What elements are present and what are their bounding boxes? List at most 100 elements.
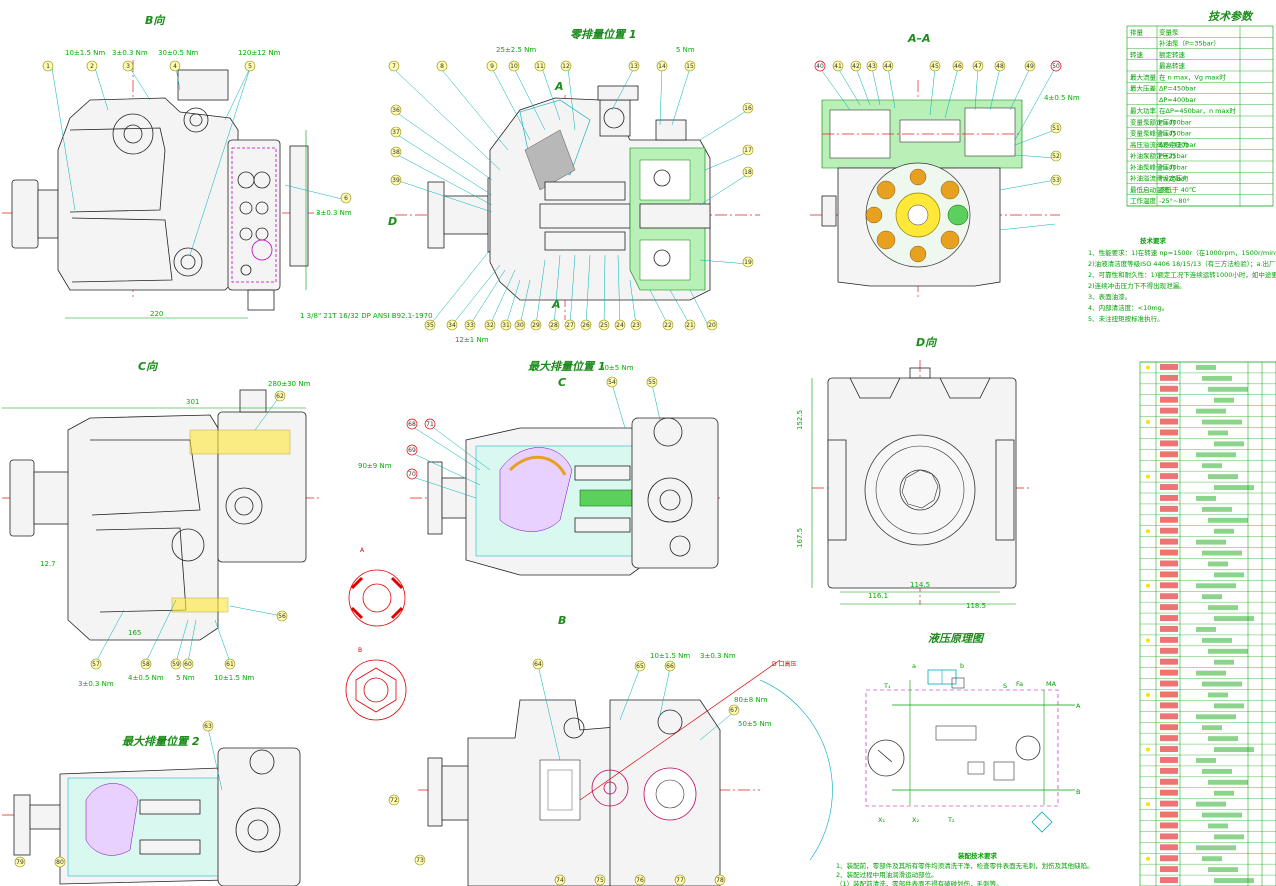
item-balloon	[14, 856, 26, 868]
item-balloon-number: 47	[974, 63, 982, 70]
item-balloon	[424, 319, 436, 331]
item-balloon-number: 46	[954, 63, 962, 70]
item-balloon-number: 67	[730, 707, 738, 714]
dim-d9: 4±0.5 Nm	[1044, 94, 1080, 102]
view-max-displacement-1: 最大排量位置 1 C B 50±5 Nm 90±9 Nm	[358, 360, 720, 627]
item-balloon	[684, 319, 696, 331]
view-zero-displacement: 零排量位置 1 25±2.5 Nm 5 Nm 12±1 Nm A A D	[388, 28, 760, 344]
hyd-port-label: T₂	[947, 816, 955, 824]
title-b-view: B向	[145, 14, 166, 27]
item-balloon	[728, 704, 740, 716]
item-balloon	[598, 319, 610, 331]
item-balloon-number: 45	[931, 63, 939, 70]
item-balloon	[170, 658, 182, 670]
bottom-notes-title: 装配技术要求	[957, 851, 998, 860]
item-balloon-number: 22	[664, 322, 672, 329]
item-balloon-number: 20	[708, 322, 716, 329]
item-balloon	[486, 60, 498, 72]
dim-d2: 3±0.3 Nm	[112, 49, 148, 57]
item-balloon-number: 38	[392, 149, 400, 156]
dim-114: 114.5	[910, 581, 930, 589]
tech-param-name: 变量泵额定压力	[1130, 117, 1176, 126]
tech-param-name: 补油泵额定压力	[1130, 151, 1176, 160]
hyd-port-label: Fa	[1016, 680, 1023, 688]
item-balloon-number: 49	[1026, 63, 1034, 70]
dim-152: 152.5	[796, 410, 804, 430]
item-balloon	[244, 60, 256, 72]
item-balloon	[548, 319, 560, 331]
dim-d11: 90±9 Nm	[358, 462, 392, 470]
item-balloon	[850, 60, 862, 72]
item-balloon-number: 71	[426, 421, 434, 428]
item-balloon-number: 41	[834, 63, 842, 70]
item-balloon	[414, 854, 426, 866]
item-balloon	[122, 60, 134, 72]
item-balloon	[742, 256, 754, 268]
dim-116: 116.1	[868, 592, 888, 600]
dim-b1: 10±1.5 Nm	[650, 652, 690, 660]
item-balloon-number: 62	[276, 393, 284, 400]
item-balloon-number: 31	[502, 322, 510, 329]
title-aa: A–A	[907, 32, 931, 45]
note-line: 1、性能要求：1)在转速 np=1500r（在1000rpm，1500r/min…	[1088, 248, 1276, 257]
tech-param-name: 工作温度	[1130, 196, 1157, 205]
item-balloon	[706, 319, 718, 331]
item-balloon	[1050, 150, 1062, 162]
item-balloon	[276, 610, 288, 622]
title-zero-disp: 零排量位置 1	[570, 28, 636, 41]
item-balloon	[580, 319, 592, 331]
item-balloon-number: 64	[534, 661, 542, 668]
tech-param-value: P=25bar	[1159, 152, 1188, 160]
item-balloon-number: 26	[582, 322, 590, 329]
tech-param-value: P=400bar	[1159, 118, 1192, 126]
item-balloon-number: 23	[632, 322, 640, 329]
tech-param-value: 最高转速	[1159, 61, 1186, 70]
item-balloon	[390, 174, 402, 186]
tech-param-value: 不低于 40℃	[1159, 185, 1196, 194]
tech-param-value: -25°~80°	[1159, 197, 1190, 205]
item-balloon-number: 57	[92, 661, 100, 668]
item-balloon	[530, 319, 542, 331]
item-balloon-number: 40	[816, 63, 824, 70]
item-balloon	[274, 390, 286, 402]
assembly-notes: 装配技术要求 1、装配前，零部件及其所有零件均须清洗干净，检查零件表面无毛刺，划…	[836, 851, 1094, 886]
dim-d6: 25±2.5 Nm	[496, 46, 536, 54]
svg-text:B: B	[358, 647, 362, 654]
item-balloon	[674, 874, 686, 886]
tech-param-name: 转速	[1130, 50, 1144, 59]
item-balloon-number: 34	[448, 322, 456, 329]
dim-b3: 80±8 Nm	[734, 696, 768, 704]
item-balloon-number: 9	[490, 63, 494, 70]
dim-d3: 30±0.5 Nm	[158, 49, 198, 57]
item-balloon	[224, 658, 236, 670]
item-balloon	[1050, 122, 1062, 134]
hyd-port-label: X₂	[912, 816, 919, 824]
item-balloon-number: 52	[1052, 153, 1060, 160]
item-balloon	[929, 60, 941, 72]
item-balloon-number: 80	[56, 859, 64, 866]
item-balloon	[86, 60, 98, 72]
item-balloon-number: 29	[532, 322, 540, 329]
dim-d14: 50±5 Nm	[600, 364, 634, 372]
item-balloon	[464, 319, 476, 331]
tech-param-value: 变量泵	[1159, 27, 1179, 36]
hyd-port-label: S	[1003, 682, 1007, 690]
item-balloon	[436, 60, 448, 72]
item-balloon-number: 48	[996, 63, 1004, 70]
item-balloon	[1050, 174, 1062, 186]
item-balloon	[664, 660, 676, 672]
item-balloon	[594, 874, 606, 886]
marker-d: D	[388, 215, 397, 228]
item-balloon-number: 17	[744, 147, 752, 154]
item-balloon-number: 30	[516, 322, 524, 329]
bottom-note-line: （1）装配前清洗，零部件表面不得有磕碰划伤，毛刺等。	[836, 879, 1003, 886]
tech-param-value: 补油泵（P=35bar）	[1159, 39, 1220, 48]
dim-b2: 3±0.3 Nm	[700, 652, 736, 660]
note-line: 3、表面油漆。	[1088, 292, 1131, 301]
item-balloon	[634, 660, 646, 672]
bottom-note-line: 1、装配前，零部件及其所有零件均须清洗干净，检查零件表面无毛刺，划伤及其他缺陷。	[836, 861, 1094, 870]
note-line: 4、内部清洁度：<10mg。	[1088, 303, 1168, 312]
item-balloon-number: 25	[600, 322, 608, 329]
dim-d-outlet: D 口高压	[772, 660, 797, 668]
dim-d1: 10±1.5 Nm	[65, 49, 105, 57]
